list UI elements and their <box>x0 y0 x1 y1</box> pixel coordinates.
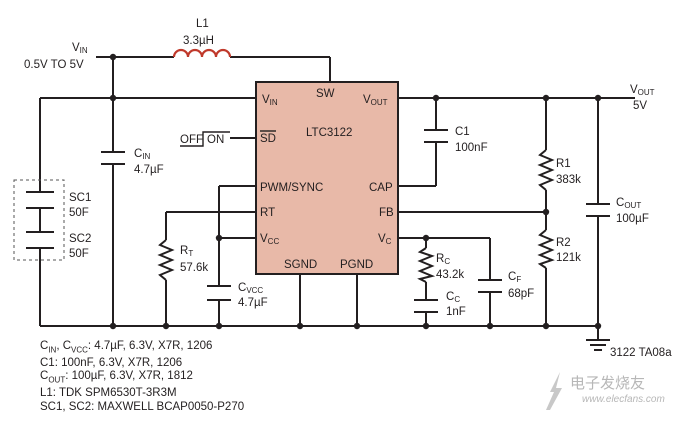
ic-pin-sw: SW <box>316 88 335 100</box>
ic-pin-cap: CAP <box>369 182 393 194</box>
switch-off-label: OFF <box>180 134 203 146</box>
capacitor-cin <box>101 151 125 165</box>
ic-pin-vout: VOUT <box>363 94 388 107</box>
capacitor-cout <box>586 203 610 217</box>
component-notes: CIN, CVCC: 4.7µF, 6.3V, X7R, 1206 C1: 10… <box>40 340 244 415</box>
cf-value-label: 68pF <box>508 288 534 300</box>
resistor-r2 <box>537 229 555 269</box>
rt-name-label: RT <box>180 245 193 258</box>
ic-pin-pwm-sync: PWM/SYNC <box>260 182 323 194</box>
ic-pin-vc: VC <box>378 233 392 246</box>
vout-value-label: 5V <box>633 100 647 112</box>
r1-value-label: 383k <box>556 174 581 186</box>
cout-name-label: COUT <box>616 197 641 210</box>
sc1-name-label: SC1 <box>69 192 91 204</box>
vout-label: VOUT <box>630 84 655 97</box>
resistor-rc <box>417 247 436 283</box>
capacitor-cf <box>478 279 502 293</box>
rt-value-label: 57.6k <box>180 262 208 274</box>
rc-name-label: RC <box>436 253 450 266</box>
ic-pin-fb: FB <box>379 207 394 219</box>
sc1-value-label: 50F <box>69 207 89 219</box>
l1-name-label: L1 <box>196 18 209 30</box>
r1-name-label: R1 <box>556 158 571 170</box>
ltc3122-ic-body <box>255 81 399 275</box>
ic-pin-sgnd: SGND <box>284 259 317 271</box>
ic-part-number: LTC3122 <box>306 127 352 139</box>
vin-label: VIN <box>72 42 88 55</box>
note-line-cin-cvcc: CIN, CVCC: 4.7µF, 6.3V, X7R, 1206 <box>40 340 213 355</box>
supercap-group-outline <box>13 179 65 261</box>
cin-value-label: 4.7µF <box>134 164 164 176</box>
watermark-url: www.elecfans.com <box>582 394 665 405</box>
c1-value-label: 100nF <box>455 142 488 154</box>
ground-symbol <box>586 339 610 351</box>
ic-pin-rt: RT <box>260 207 275 219</box>
ic-pin-vcc: VCC <box>260 233 279 246</box>
ic-pin-pgnd: PGND <box>340 259 373 271</box>
inductor-l1 <box>172 48 232 58</box>
capacitor-cc <box>414 299 438 313</box>
supercap-sc1 <box>26 191 54 209</box>
ic-pin-vin: VIN <box>262 94 278 107</box>
cc-value-label: 1nF <box>446 306 466 318</box>
cvcc-value-label: 4.7µF <box>238 297 268 309</box>
cin-name-label: CIN <box>134 148 151 161</box>
figure-id-label: 3122 TA08a <box>610 347 672 359</box>
r2-name-label: R2 <box>556 237 571 249</box>
cf-name-label: CF <box>508 271 521 284</box>
watermark: 电子发烧友 www.elecfans.com <box>540 370 670 416</box>
l1-value-label: 3.3µH <box>183 35 214 47</box>
r2-value-label: 121k <box>556 252 581 264</box>
supercap-sc2 <box>26 231 54 249</box>
note-line-l1: L1: TDK SPM6530T-3R3M <box>40 387 177 400</box>
ic-pin-sd: SD <box>260 133 276 145</box>
note-line-sc: SC1, SC2: MAXWELL BCAP0050-P270 <box>40 400 245 413</box>
watermark-text: 电子发烧友 <box>570 374 646 392</box>
cout-value-label: 100µF <box>616 213 649 225</box>
rc-value-label: 43.2k <box>436 269 464 281</box>
switch-on-label: ON <box>207 134 224 146</box>
sc2-name-label: SC2 <box>69 233 91 245</box>
note-line-c1: C1: 100nF, 6.3V, X7R, 1206 <box>40 356 183 369</box>
capacitor-cvcc <box>207 285 231 301</box>
note-line-cout: COUT: 100µF, 6.3V, X7R, 1812 <box>40 370 193 385</box>
c1-name-label: C1 <box>455 126 470 138</box>
resistor-rt <box>157 239 175 281</box>
sc2-value-label: 50F <box>69 248 89 260</box>
junction-dots <box>109 53 602 330</box>
capacitor-c1 <box>424 129 448 143</box>
resistor-r1 <box>537 149 555 191</box>
vin-range-label: 0.5V TO 5V <box>24 59 84 71</box>
watermark-logo-icon <box>546 372 562 410</box>
cc-name-label: CC <box>446 291 460 304</box>
cvcc-name-label: CVCC <box>238 282 263 295</box>
